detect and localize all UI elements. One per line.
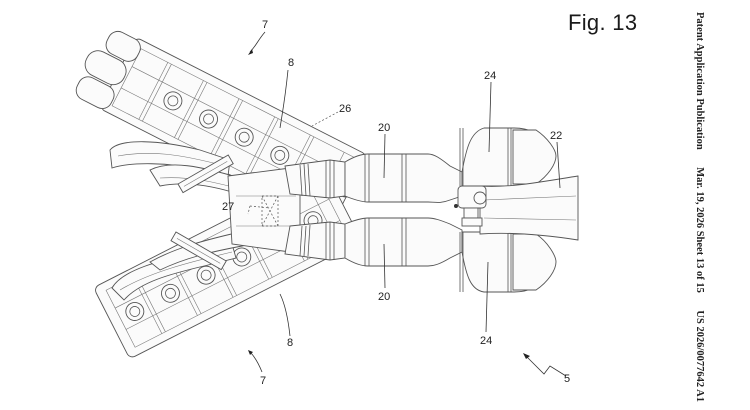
label-engine-bank-bottom: 7 — [260, 375, 266, 387]
valve-actuator — [454, 185, 487, 227]
label-cylinder-head-bottom: 8 — [287, 337, 293, 349]
label-catalyst-bottom: 20 — [378, 291, 390, 303]
label-exhaust-system: 5 — [564, 373, 570, 385]
catalytic-converter-bottom — [344, 217, 463, 267]
leader-lines — [247, 31, 567, 377]
cylinder-head-bottom — [95, 171, 360, 358]
tailpipe — [479, 175, 579, 241]
muffler-top — [459, 127, 557, 187]
muffler-bottom — [459, 231, 557, 293]
label-manifold-part: 26 — [339, 103, 351, 115]
label-cylinder-head-top: 8 — [288, 57, 294, 69]
figure-title: Fig. 13 — [568, 10, 638, 35]
label-crossover-part: 27 — [222, 201, 234, 213]
label-muffler-bottom: 24 — [480, 335, 492, 347]
flex-pipe-top — [284, 159, 346, 199]
catalytic-converter-top — [344, 153, 463, 203]
engine-bank-bottom — [95, 171, 360, 358]
label-catalyst-top: 20 — [378, 122, 390, 134]
label-muffler-top: 24 — [484, 70, 496, 82]
flex-pipe-bottom — [284, 221, 346, 261]
label-tailpipe: 22 — [550, 130, 562, 142]
bracket-bottom — [170, 231, 227, 271]
label-engine-bank-top: 7 — [262, 19, 268, 31]
bracket-top — [177, 154, 234, 194]
